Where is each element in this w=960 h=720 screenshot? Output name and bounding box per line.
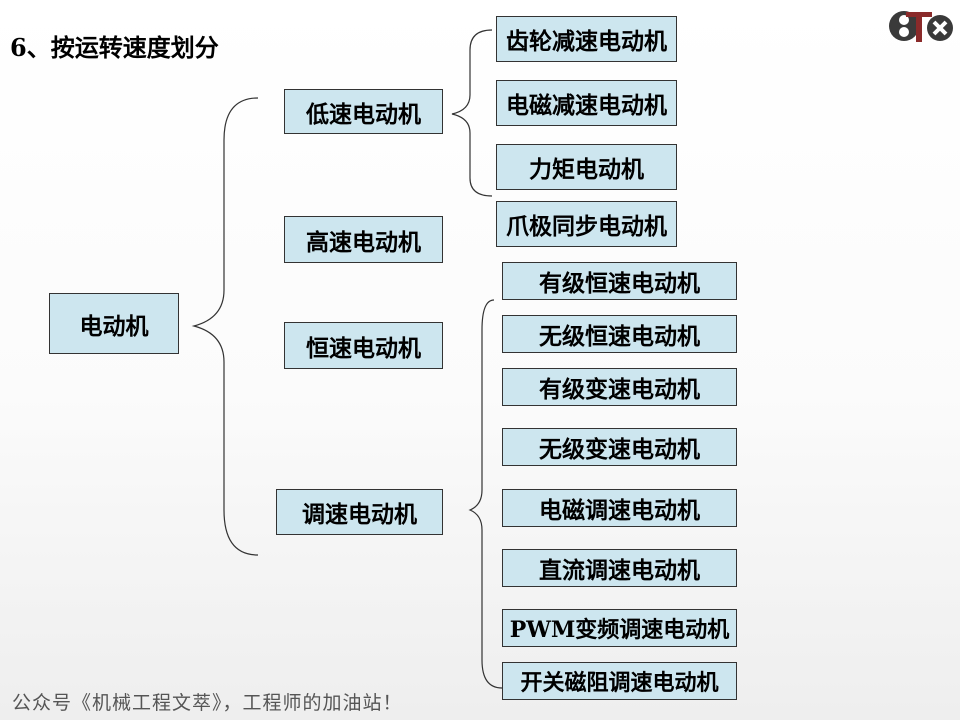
child-node-label: 力矩电动机 xyxy=(529,156,644,183)
level1-node-label: 低速电动机 xyxy=(306,100,421,128)
adjustable-child-1: 有级恒速电动机 xyxy=(502,262,737,300)
child-node-label: 无级变速电动机 xyxy=(539,436,700,463)
child-node-label: 电磁减速电动机 xyxy=(506,92,667,119)
root-node-label: 电动机 xyxy=(79,312,149,340)
level1-node-constant-speed: 恒速电动机 xyxy=(284,322,443,369)
child-node-label: 有级恒速电动机 xyxy=(539,270,700,297)
level1-node-low-speed: 低速电动机 xyxy=(284,89,443,134)
level1-node-adjustable-speed: 调速电动机 xyxy=(276,489,443,535)
level1-node-label: 恒速电动机 xyxy=(306,334,421,362)
child-node-label: 直流调速电动机 xyxy=(539,557,700,584)
child-node-label: PWM变频调速电动机 xyxy=(509,617,730,643)
level1-node-label: 高速电动机 xyxy=(306,228,421,256)
low-speed-child-torque: 力矩电动机 xyxy=(496,144,677,190)
root-brace xyxy=(191,97,259,556)
root-node: 电动机 xyxy=(49,293,179,354)
adjustable-child-4: 无级变速电动机 xyxy=(502,428,737,466)
child-node-label: 无级恒速电动机 xyxy=(539,323,700,350)
level1-node-label: 调速电动机 xyxy=(302,501,417,528)
low-speed-brace xyxy=(451,29,493,197)
adjustable-child-3: 有级变速电动机 xyxy=(502,368,737,406)
adjustable-child-5: 电磁调速电动机 xyxy=(502,489,737,527)
low-speed-child-claw-pole: 爪极同步电动机 xyxy=(496,201,677,247)
adjustable-child-6: 直流调速电动机 xyxy=(502,549,737,587)
child-node-label: 开关磁阻调速电动机 xyxy=(520,670,719,696)
child-node-label: 电磁调速电动机 xyxy=(539,497,700,524)
company-logo-icon xyxy=(889,11,953,42)
adjustable-brace xyxy=(468,299,503,689)
adjustable-child-7: PWM变频调速电动机 xyxy=(502,609,737,647)
low-speed-child-electromagnetic: 电磁减速电动机 xyxy=(496,80,677,126)
child-node-label: 齿轮减速电动机 xyxy=(506,28,667,55)
page-title: 6、按运转速度划分 xyxy=(10,33,219,62)
watermark-text: 公众号《机械工程文萃》，工程师的加油站！ xyxy=(12,692,403,714)
level1-node-high-speed: 高速电动机 xyxy=(284,216,443,263)
child-node-label: 有级变速电动机 xyxy=(539,376,700,403)
child-node-label: 爪极同步电动机 xyxy=(506,213,667,240)
adjustable-child-2: 无级恒速电动机 xyxy=(502,315,737,353)
low-speed-child-gear: 齿轮减速电动机 xyxy=(496,16,677,62)
adjustable-child-8: 开关磁阻调速电动机 xyxy=(502,662,737,700)
